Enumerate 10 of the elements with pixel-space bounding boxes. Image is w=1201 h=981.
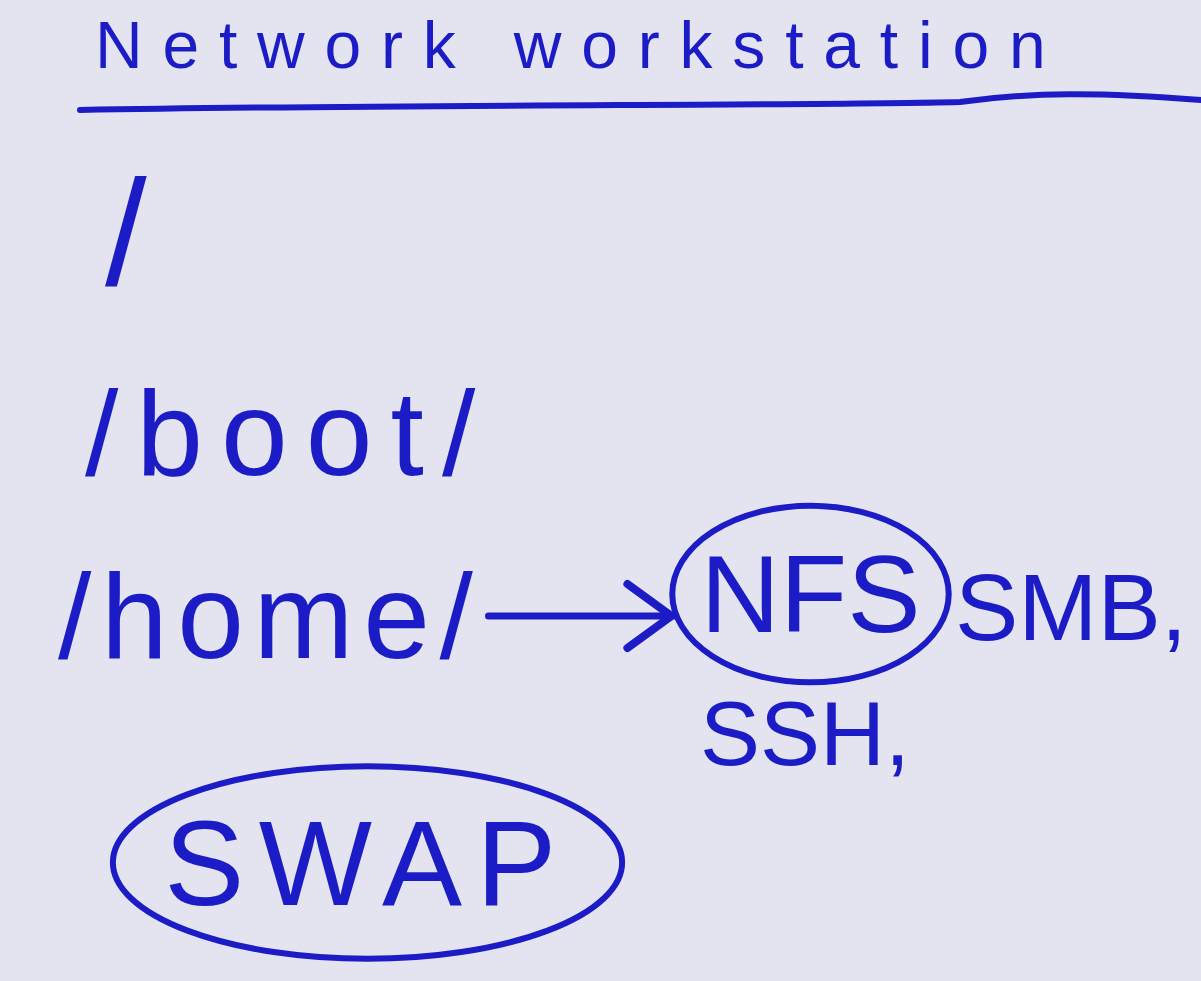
node-text: SWAP: [164, 802, 571, 923]
arrow: [484, 580, 677, 652]
protocol-label: SMB,: [955, 560, 1188, 655]
title: Network workstation: [95, 12, 1066, 78]
protocol-label: SSH,: [700, 689, 911, 779]
directory-label: /home/: [58, 556, 483, 676]
directory-label: /boot/: [85, 373, 494, 493]
circled-node: [668, 500, 953, 688]
directory-label: /: [105, 158, 147, 308]
node-text: NFS: [700, 539, 921, 649]
